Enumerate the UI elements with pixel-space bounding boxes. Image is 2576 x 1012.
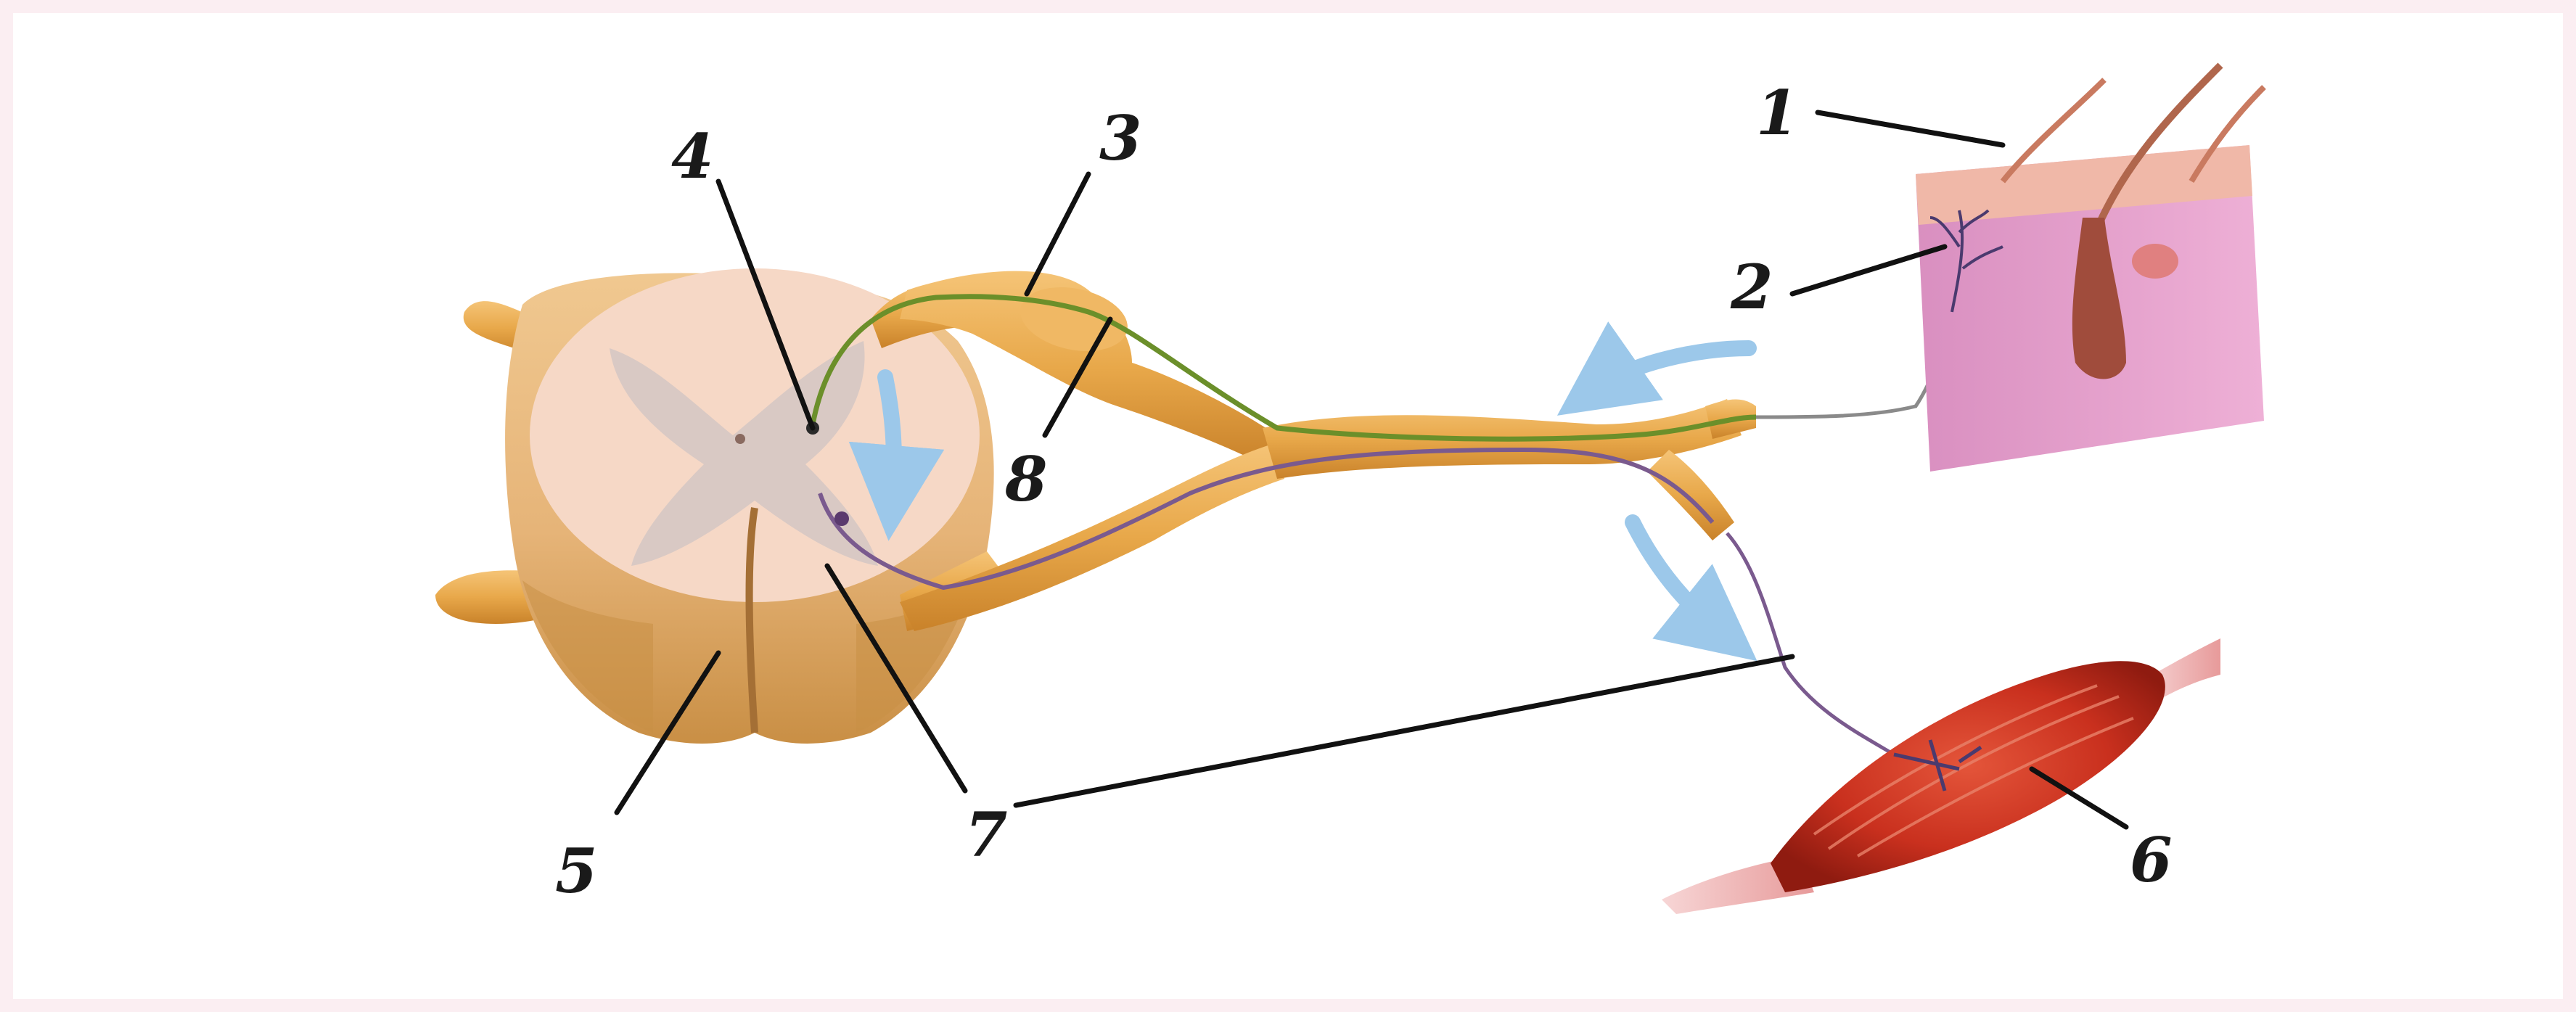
motor-neuron-body [834,511,849,526]
label-4: 4 [671,120,713,192]
curved-arrow-icon [885,377,894,493]
label-3: 3 [1099,102,1141,174]
label-1: 1 [1756,77,1798,149]
label-7: 7 [965,799,1007,871]
label-5: 5 [555,835,597,907]
label-6: 6 [2130,824,2172,896]
central-canal [735,434,745,444]
sebaceous-gland [2132,244,2178,279]
label-8: 8 [1004,443,1047,515]
label-2: 2 [1730,251,1773,323]
